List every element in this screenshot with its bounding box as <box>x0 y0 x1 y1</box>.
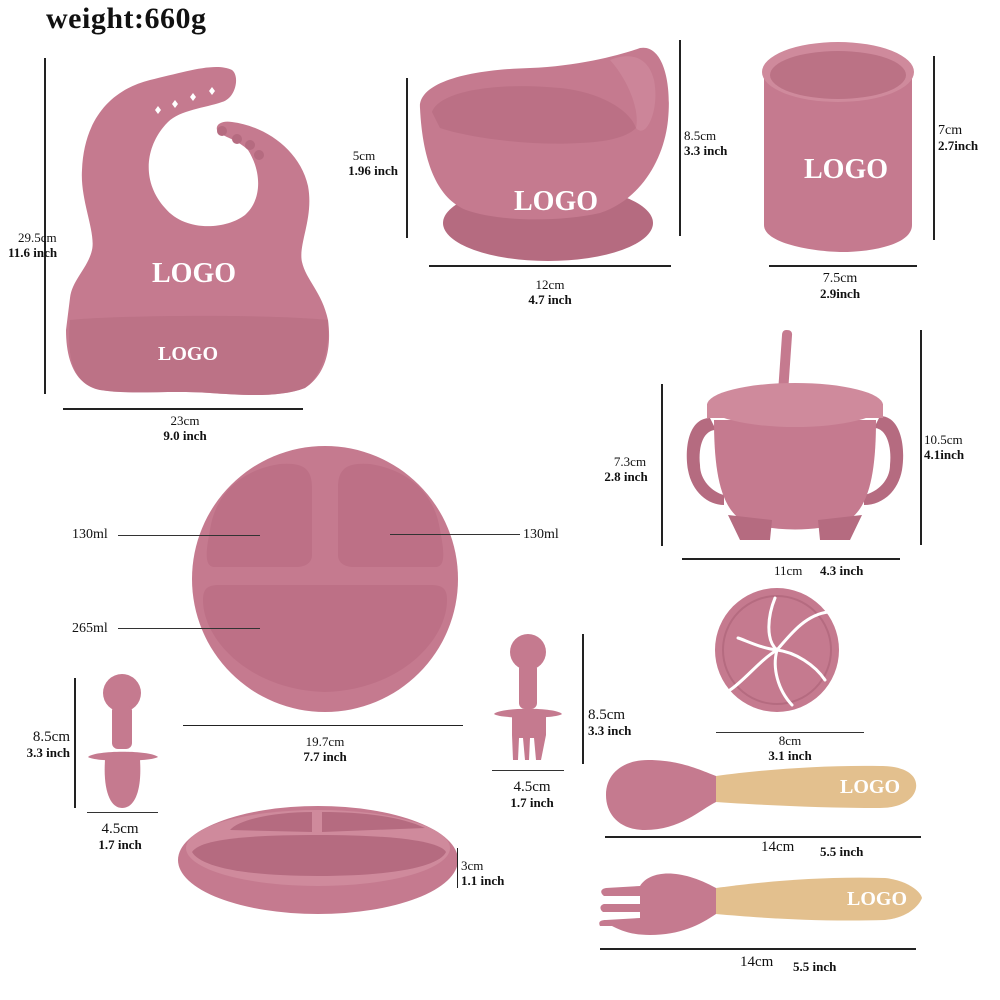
training-fork-height-label: 8.5cm 3.3 inch <box>588 707 632 739</box>
cup-height-label: 7cm 2.7inch <box>938 123 979 153</box>
bowl-height-line <box>406 78 408 238</box>
cup-logo: LOGO <box>804 154 889 185</box>
training-spoon-width-line <box>87 812 158 813</box>
wooden-spoon-length-line <box>605 836 921 838</box>
bib-logo: LOGO <box>152 258 237 289</box>
plate-bottom-compartment-label: 265ml <box>72 621 108 636</box>
bib-pocket-logo: LOGO <box>158 343 219 365</box>
wooden-fork-length-cm: 14cm <box>740 954 774 970</box>
wooden-fork-logo: LOGO <box>847 888 908 910</box>
bib-height-line <box>44 58 46 394</box>
sippy-body-height-line <box>661 384 663 546</box>
sippy-width-in-label: 4.3 inch <box>820 563 864 578</box>
sippy-total-height-line <box>920 330 922 545</box>
plate-bottom-pointer <box>118 628 260 629</box>
training-spoon-height-line <box>74 678 76 808</box>
sippy-total-height-label: 10.5cm 4.1inch <box>924 432 965 462</box>
bowl-total-height-label: 8.5cm 3.3 inch <box>684 128 728 158</box>
lid-width-label: 8cm 3.1 inch <box>768 733 812 763</box>
plate-right-compartment-label: 130ml <box>523 527 559 542</box>
bowl-logo: LOGO <box>514 186 599 217</box>
bowl-width-label: 12cm 4.7 inch <box>528 277 572 307</box>
cup-width-line <box>769 265 917 267</box>
plate-left-compartment-label: 130ml <box>72 527 108 542</box>
training-spoon-width-label: 4.5cm 1.7 inch <box>98 821 142 853</box>
training-fork-height-line <box>582 634 584 764</box>
bib-width-line <box>63 408 303 410</box>
wooden-spoon-logo: LOGO <box>840 776 901 798</box>
lid-width-line <box>716 732 864 733</box>
bowl-height-label: 5cm 1.96 inch <box>348 148 398 178</box>
wooden-fork-length-line <box>600 948 916 950</box>
plate-height-label: 3cm 1.1 inch <box>461 858 505 888</box>
bowl-width-line <box>429 265 671 267</box>
training-spoon-height-label: 8.5cm 3.3 inch <box>26 729 70 761</box>
wooden-spoon-length-cm: 14cm <box>761 839 795 855</box>
plate-right-pointer <box>390 534 520 535</box>
cup-height-line <box>933 56 935 240</box>
sippy-width-cm-label: 11cm <box>774 563 803 578</box>
sippy-width-line <box>682 558 900 560</box>
wooden-fork-length-in: 5.5 inch <box>793 959 837 974</box>
plate-width-label: 19.7cm 7.7 inch <box>303 734 347 764</box>
bib-width-label: 23cm 9.0 inch <box>163 413 207 443</box>
bib-height-label: 29.5cm 11.6 inch <box>8 230 58 260</box>
plate-left-pointer <box>118 535 260 536</box>
wooden-spoon-length-in: 5.5 inch <box>820 844 864 859</box>
plate-width-line <box>183 725 463 726</box>
plate-height-line <box>457 848 458 888</box>
training-fork-width-line <box>492 770 564 771</box>
cup-width-label: 7.5cm 2.9inch <box>819 271 861 301</box>
training-fork-width-label: 4.5cm 1.7 inch <box>510 779 554 811</box>
sippy-body-height-label: 7.3cm 2.8 inch <box>604 454 648 484</box>
bowl-total-height-line <box>679 40 681 236</box>
product-weight-title: weight:660g <box>46 2 207 35</box>
